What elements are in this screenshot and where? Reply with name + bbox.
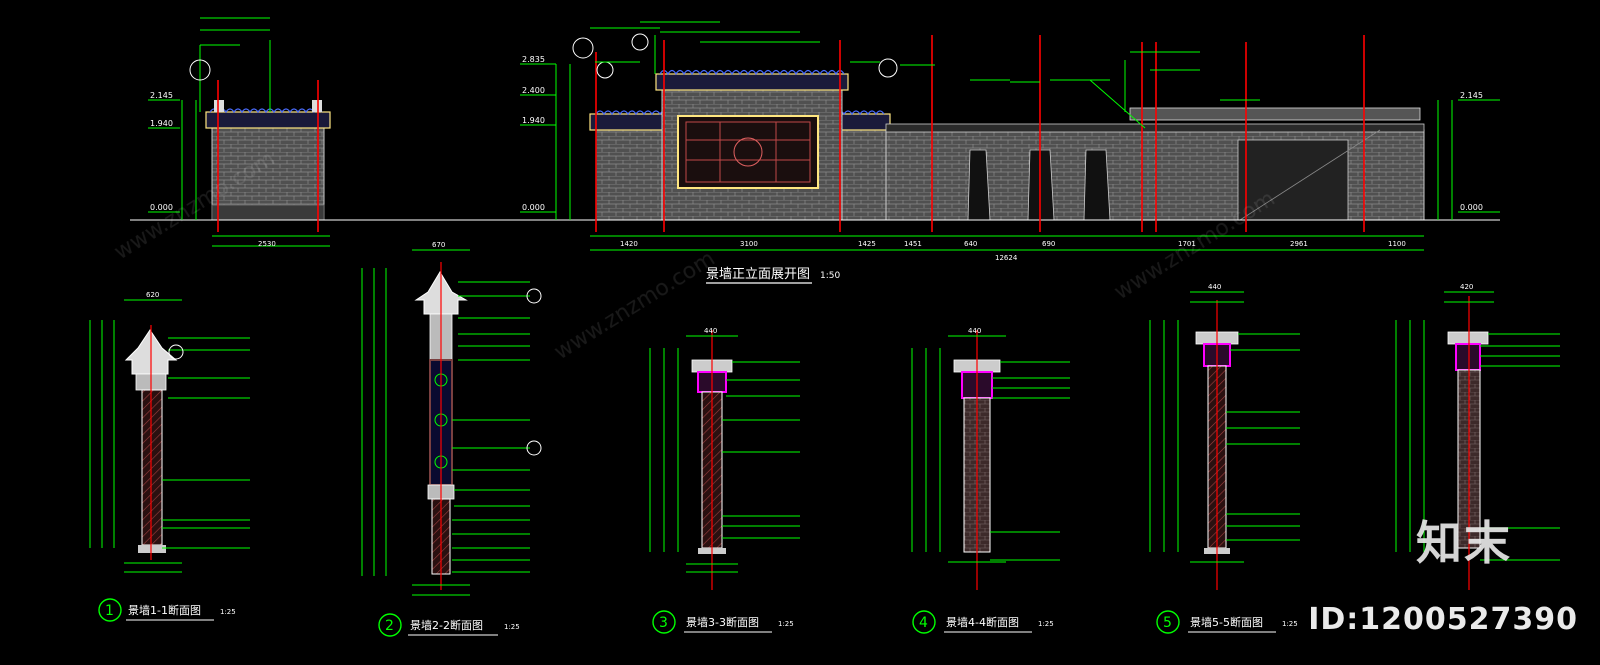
level-mark-b: 1.940 <box>150 119 173 128</box>
section-1-num: 1 <box>105 603 114 619</box>
bottom-dim-2: 3100 <box>740 240 758 248</box>
bottom-dim-0: 2530 <box>258 240 276 248</box>
brand-watermark: 知末 <box>1416 516 1512 570</box>
watermark-diag-2: www.znzmo.com <box>550 246 720 365</box>
section-3-num: 3 <box>659 615 668 631</box>
level-mark-a: 2.145 <box>150 91 173 100</box>
section-1-title: 景墙1-1断面图 <box>128 603 201 617</box>
elevation-title: 景墙正立面展开图 <box>706 267 810 282</box>
section-5-num: 5 <box>1163 615 1172 631</box>
bottom-dim-1: 1420 <box>620 240 638 248</box>
section-1-top-dim: 620 <box>146 291 159 299</box>
section-5-label: 5 景墙5-5断面图 1:25 <box>1156 610 1298 634</box>
level-mark-c: 0.000 <box>150 203 173 212</box>
section-4-num: 4 <box>919 615 928 631</box>
bottom-dim-5: 640 <box>964 240 977 248</box>
bottom-dim-3: 1425 <box>858 240 876 248</box>
section-3-scale: 1:25 <box>778 620 794 628</box>
section-4-top-dim: 440 <box>968 327 981 335</box>
image-id-watermark: ID:1200527390 <box>1308 602 1578 637</box>
bottom-dim-6: 690 <box>1042 240 1055 248</box>
section-2-label: 2 景墙2-2断面图 1:25 <box>378 613 520 637</box>
section-6-top-dim: 420 <box>1460 283 1473 291</box>
section-2-top-dim: 670 <box>432 241 445 249</box>
section-3-drawing: 440 <box>649 327 800 590</box>
section-6-drawing: 420 <box>1395 283 1560 590</box>
level-mark-g: 0.000 <box>522 203 545 212</box>
section-2-title: 景墙2-2断面图 <box>410 618 483 632</box>
section-2-scale: 1:25 <box>504 623 520 631</box>
level-mark-e: 2.400 <box>522 86 545 95</box>
section-3-top-dim: 440 <box>704 327 717 335</box>
section-5-top-dim: 440 <box>1208 283 1221 291</box>
section-5-drawing: 440 <box>1149 283 1300 590</box>
section-1-scale: 1:25 <box>220 608 236 616</box>
bottom-dim-9: 1100 <box>1388 240 1406 248</box>
section-4-title: 景墙4-4断面图 <box>946 615 1019 629</box>
level-mark-f: 1.940 <box>522 116 545 125</box>
elevation-view: 2.145 1.940 0.000 2.835 2.400 1.940 0.00… <box>130 17 1500 284</box>
section-4-label: 4 景墙4-4断面图 1:25 <box>912 610 1054 634</box>
section-5-title: 景墙5-5断面图 <box>1190 615 1263 629</box>
section-3-label: 3 景墙3-3断面图 1:25 <box>652 610 794 634</box>
section-2-num: 2 <box>385 618 394 634</box>
section-4-scale: 1:25 <box>1038 620 1054 628</box>
section-1-drawing: 620 <box>89 291 250 573</box>
section-5-scale: 1:25 <box>1282 620 1298 628</box>
section-3-title: 景墙3-3断面图 <box>686 615 759 629</box>
level-mark-d: 2.835 <box>522 55 545 64</box>
level-mark-i: 0.000 <box>1460 203 1483 212</box>
section-2-drawing: 670 <box>361 241 542 596</box>
bottom-dim-8: 2961 <box>1290 240 1308 248</box>
bottom-dim-4: 1451 <box>904 240 922 248</box>
bottom-dim-7: 1701 <box>1178 240 1196 248</box>
elevation-scale: 1:50 <box>820 271 840 281</box>
level-mark-h: 2.145 <box>1460 91 1483 100</box>
section-1-label: 1 景墙1-1断面图 1:25 <box>98 598 236 622</box>
section-4-drawing: 440 <box>911 327 1070 590</box>
overall-length: 12624 <box>995 254 1018 262</box>
